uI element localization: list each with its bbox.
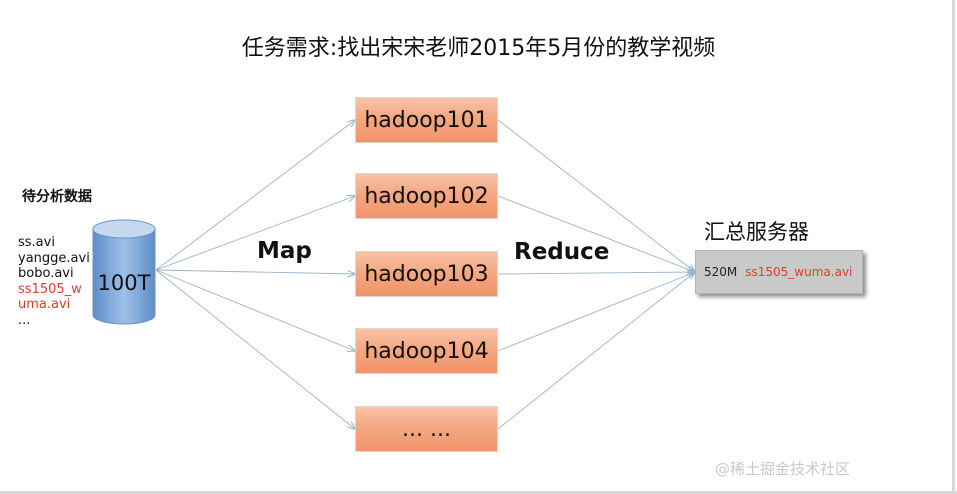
map-phase-label: Map [257,238,312,264]
page-title: 任务需求:找出宋宋老师2015年5月份的教学视频 [241,36,716,61]
file-item-highlight: uma.avi [18,297,71,312]
file-item: yangge.avi [18,250,90,266]
source-data-label: 待分析数据 [22,189,92,205]
reduce-arrow [497,272,695,274]
frame-border-right [952,0,955,494]
reduce-arrow [497,195,695,272]
server-result-size: 520M [704,265,738,279]
map-arrow [155,269,355,351]
reduce-arrow [497,119,695,272]
node-hadoop101: hadoop101 [355,97,498,143]
map-arrow [155,269,355,274]
map-arrows [155,120,355,429]
reduce-phase-label: Reduce [514,239,610,265]
file-list: ss.avi yangge.avi bobo.avi ss1505_w uma.… [18,235,90,328]
file-item: bobo.avi [18,266,74,281]
node-hadoop103: hadoop103 [355,251,498,297]
aggregation-server: 520M ss1505_wuma.avi [695,250,863,294]
map-arrow [155,196,355,271]
node-hadoop104: hadoop104 [355,328,498,374]
map-arrow [155,120,355,271]
database-size-label: 100T [97,271,151,295]
reduce-arrows [497,119,695,430]
reduce-arrow [497,272,695,352]
map-arrow [155,269,355,429]
watermark: @稀土掘金技术社区 [715,460,851,478]
node-hadoop102: hadoop102 [355,173,498,219]
frame-border-bottom [0,491,957,494]
database-cylinder-icon [92,219,156,325]
file-item: ... [18,312,31,328]
server-label: 汇总服务器 [704,220,809,244]
node-more: ... ... [355,406,498,452]
server-result-file: ss1505_wuma.avi [745,265,853,279]
file-item-highlight: ss1505_w [18,281,82,297]
file-item: ss.avi [18,235,55,250]
reduce-arrow [497,272,695,430]
